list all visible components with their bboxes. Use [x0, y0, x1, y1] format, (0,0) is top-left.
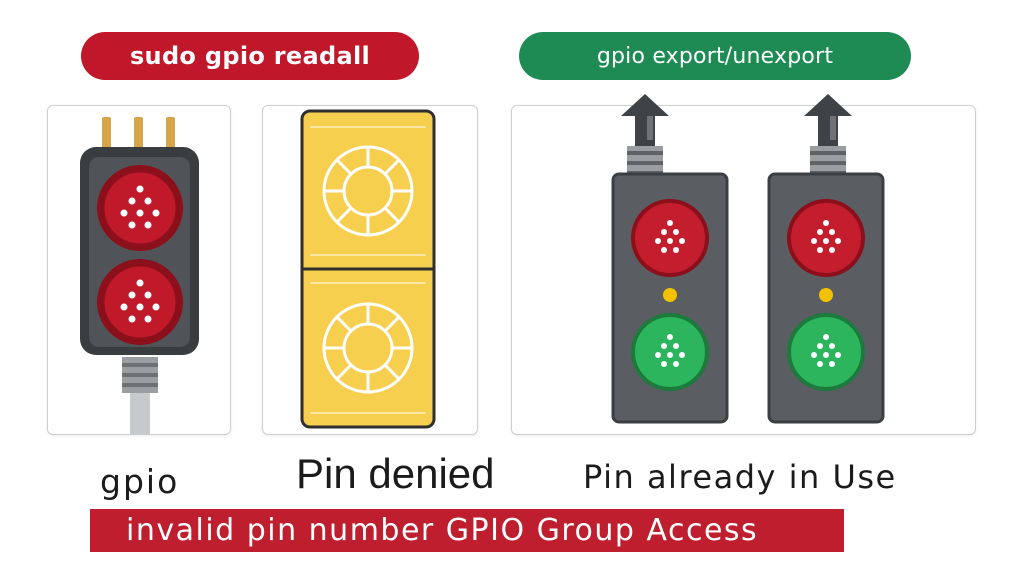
pin-in-use-caption: Pin already in Use — [583, 458, 897, 496]
pin-denied-caption: Pin denied — [296, 450, 495, 497]
red-light-upper — [97, 165, 183, 251]
pin-in-use-panel — [511, 105, 976, 435]
sudo-gpio-readall-label: sudo gpio readall — [81, 32, 419, 80]
gpio-caption: gpio — [100, 462, 180, 501]
two-red-light-signal-icon — [80, 117, 199, 435]
red-light-lower — [97, 259, 183, 345]
upward-arrow-icon — [804, 94, 852, 146]
upward-arrow-icon — [621, 94, 669, 146]
invalid-pin-banner: invalid pin number GPIO Group Access — [90, 509, 844, 552]
cable-icon — [122, 357, 158, 435]
yellow-block-wheel-icon — [300, 109, 436, 429]
three-pin-connector-icon — [102, 117, 175, 151]
red-green-signal-pair-icon — [611, 94, 885, 424]
gpio-export-unexport-label: gpio export/unexport — [519, 32, 911, 80]
